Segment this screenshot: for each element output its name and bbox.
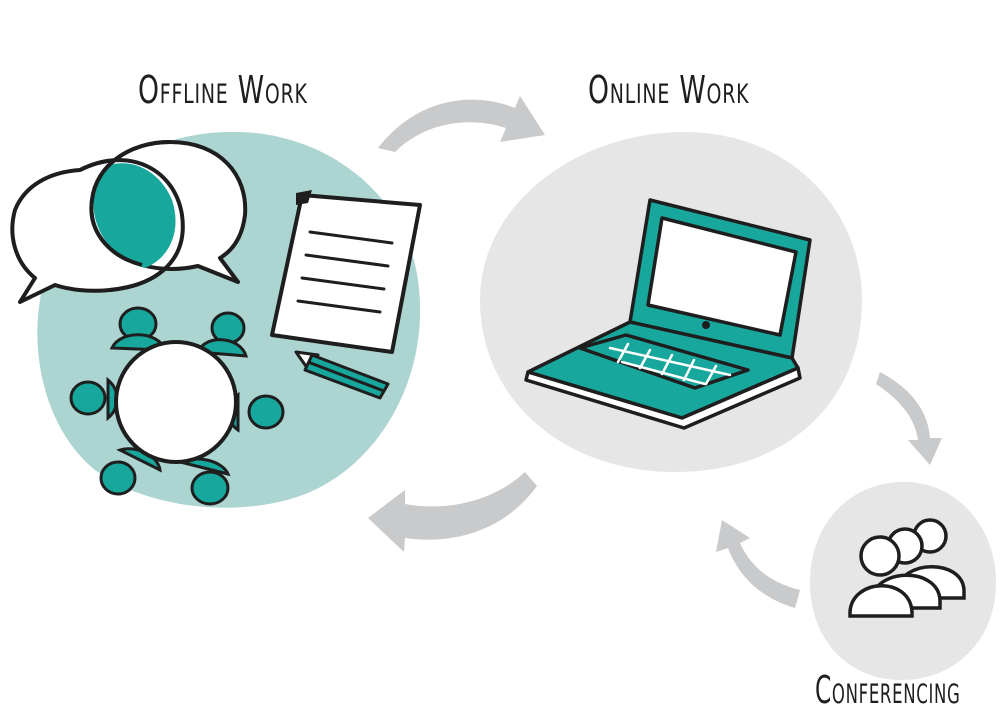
round-table xyxy=(114,340,238,464)
arrow-online-to-offline xyxy=(368,472,537,552)
laptop-icon xyxy=(524,198,812,430)
conferencing-label: Conferencing xyxy=(815,668,961,712)
document-icon xyxy=(270,190,422,354)
pencil-icon xyxy=(294,350,390,400)
meeting-table-icon xyxy=(69,306,285,506)
people-group-icon xyxy=(848,518,966,618)
offline-work-label: Offline Work xyxy=(138,68,308,112)
arrow-conferencing-to-online xyxy=(716,520,800,608)
speech-bubbles-icon xyxy=(10,140,248,304)
arrow-online-to-conferencing xyxy=(876,372,942,465)
online-work-label: Online Work xyxy=(588,68,750,112)
arrow-offline-to-online xyxy=(378,96,545,152)
